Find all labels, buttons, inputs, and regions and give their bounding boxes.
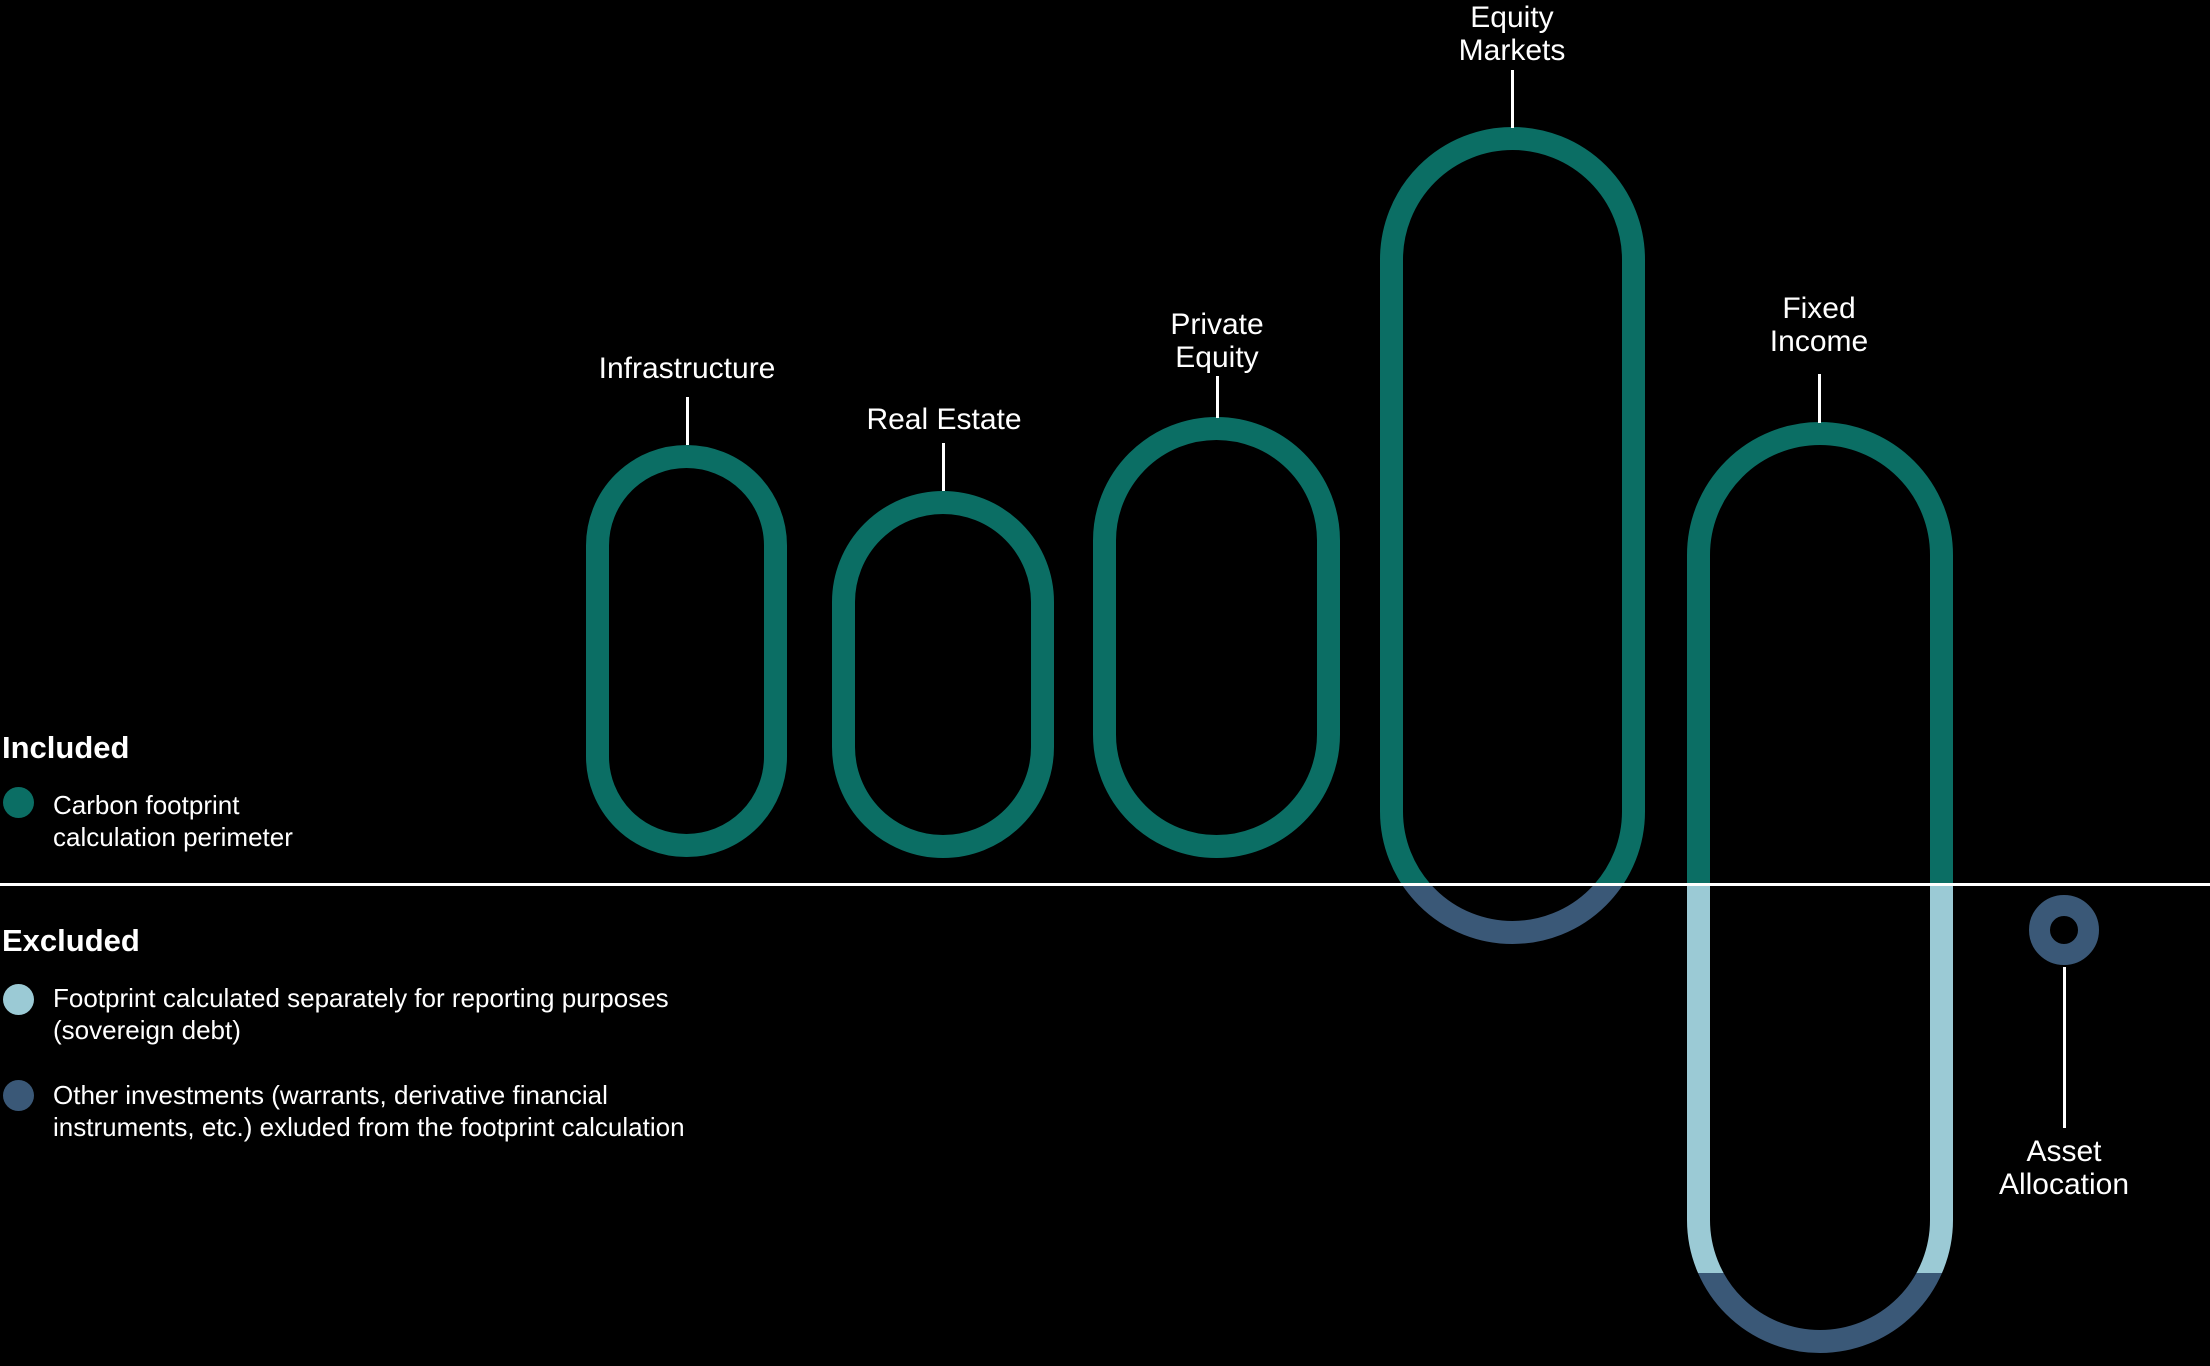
label-real-estate: Real Estate [866, 403, 1022, 436]
connector-asset-allocation [2063, 967, 2066, 1128]
legend-swatch-excluded-separate [3, 984, 34, 1015]
capsule-segment-included [1093, 417, 1340, 858]
legend-swatch-included [3, 787, 34, 818]
capsule-segment-included [1380, 127, 1645, 884]
legend-label-included: Carbon footprint calculation perimeter [53, 790, 293, 852]
label-equity-markets: Equity Markets [1458, 1, 1566, 67]
capsule-equity-markets [1380, 127, 1645, 944]
connector-infrastructure [686, 397, 689, 445]
included-excluded-divider [0, 883, 2210, 886]
capsule-infrastructure [586, 445, 787, 857]
capsule-fixed-income [1687, 422, 1953, 1353]
connector-fixed-income [1818, 374, 1821, 423]
connector-equity-markets [1511, 70, 1514, 128]
capsule-private-equity [1093, 417, 1340, 858]
connector-real-estate [942, 443, 945, 491]
legend-heading-excluded: Excluded [2, 923, 140, 958]
legend-heading-included: Included [2, 730, 130, 765]
capsule-segment-included [586, 445, 787, 857]
legend-swatch-excluded-other [3, 1080, 34, 1111]
asset-allocation-marker [2029, 895, 2099, 965]
legend-label-excluded-separate: Footprint calculated separately for repo… [53, 983, 669, 1045]
capsule-segment-excluded-separate [1687, 884, 1953, 1273]
capsule-segment-included [832, 491, 1054, 858]
label-asset-allocation: Asset Allocation [1998, 1135, 2130, 1201]
capsule-real-estate [832, 491, 1054, 858]
label-private-equity: Private Equity [1170, 308, 1264, 374]
label-fixed-income: Fixed Income [1769, 292, 1869, 358]
label-infrastructure: Infrastructure [598, 352, 776, 385]
legend-label-excluded-other: Other investments (warrants, derivative … [53, 1080, 685, 1142]
connector-private-equity [1216, 376, 1219, 418]
